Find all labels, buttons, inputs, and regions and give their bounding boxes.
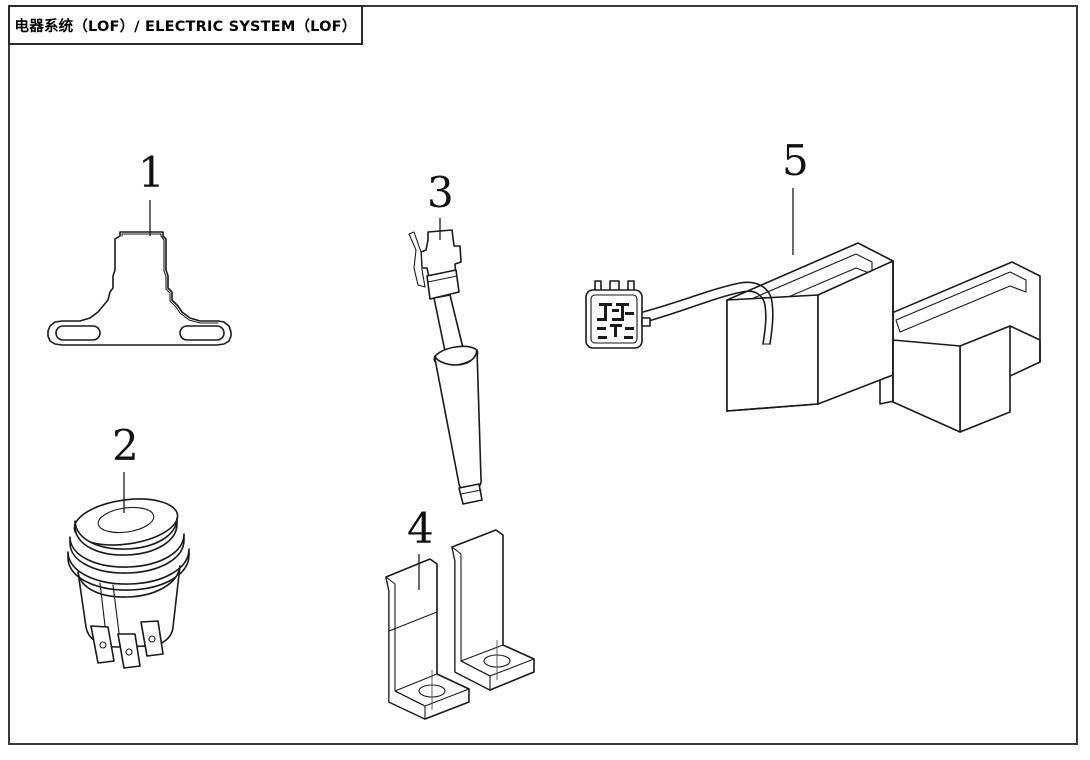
title-box: 电器系统（LOF）/ ELECTRIC SYSTEM（LOF） (8, 5, 363, 45)
callout-number-4: 4 (407, 504, 434, 553)
page-title: 电器系统（LOF）/ ELECTRIC SYSTEM（LOF） (14, 18, 357, 35)
page-border (8, 5, 1078, 745)
callout-number-1: 1 (138, 148, 165, 197)
callout-number-2: 2 (112, 421, 139, 470)
callout-number-5: 5 (782, 136, 809, 185)
callout-number-3: 3 (427, 168, 454, 217)
